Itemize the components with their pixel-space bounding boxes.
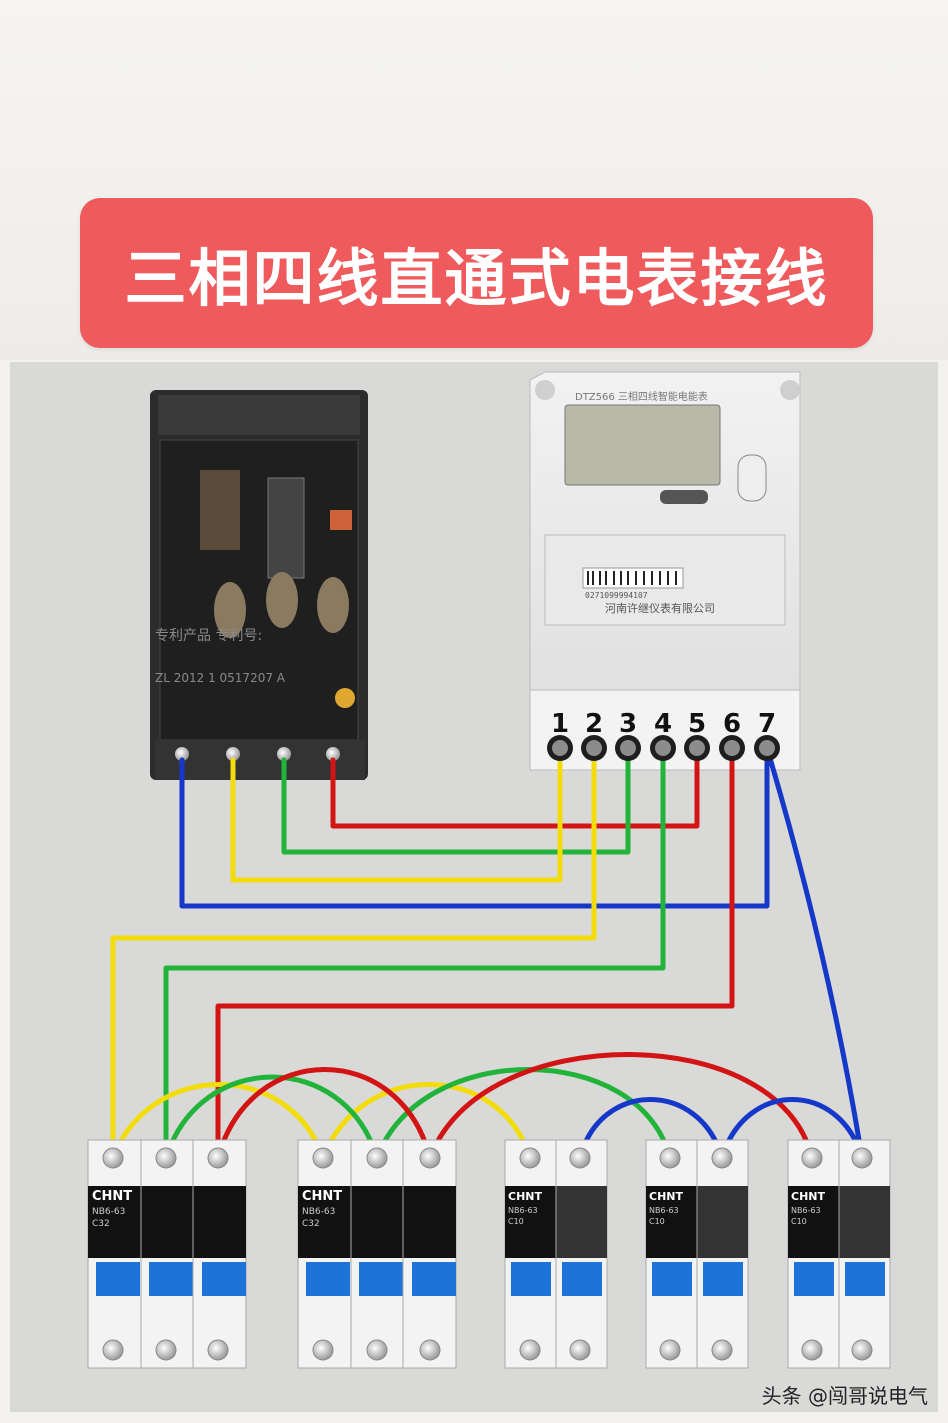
mcb-2-model: NB6-63 — [302, 1207, 335, 1217]
mcb-2: CHNT NB6-63 C32 — [297, 1139, 457, 1369]
wire-green-output — [163, 745, 666, 1161]
mcb-1-brand: CHNT — [92, 1189, 132, 1204]
title-banner: 三相四线直通式电表接线 — [80, 198, 873, 348]
breaker-patent-number: ZL 2012 1 0517207 A — [155, 671, 286, 685]
mcb-3-model: NB6-63 — [508, 1206, 538, 1215]
watermark: 头条 @闯哥说电气 — [761, 1384, 928, 1408]
wire-blue-input — [179, 745, 770, 909]
page-title: 三相四线直通式电表接线 — [124, 242, 829, 315]
mcb-3-brand: CHNT — [508, 1190, 542, 1203]
jumper-green-1 — [163, 1074, 380, 1161]
mcb-1: CHNT NB6-63 C32 — [87, 1139, 247, 1369]
mcb-5-brand: CHNT — [791, 1190, 825, 1203]
mcb-4-model: NB6-63 — [649, 1206, 679, 1215]
mcb-1-rating: C32 — [92, 1219, 110, 1229]
mcb-2-rating: C32 — [302, 1219, 320, 1229]
terminal-label-7: 7 — [758, 709, 776, 739]
mcb-4-brand: CHNT — [649, 1190, 683, 1203]
meter-terminals — [547, 735, 780, 761]
breaker-patent-label: 专利产品 专利号: — [155, 628, 262, 644]
mcb-4: CHNT NB6-63 C10 — [645, 1139, 749, 1369]
meter-model: DTZ566 三相四线智能电能表 — [575, 390, 708, 403]
jumper-blue-2 — [719, 1097, 865, 1161]
jumper-yellow-2 — [320, 1082, 533, 1161]
mcb-3: CHNT NB6-63 C10 — [504, 1139, 608, 1369]
mcb-5-rating: C10 — [791, 1217, 807, 1226]
wire-yellow-input — [230, 745, 563, 883]
main-breaker: 专利产品 专利号: ZL 2012 1 0517207 A — [150, 390, 368, 780]
terminal-label-3: 3 — [619, 709, 637, 739]
jumper-yellow-1 — [110, 1082, 326, 1161]
jumper-red-2 — [427, 1052, 815, 1161]
terminal-label-1: 1 — [551, 709, 569, 739]
meter-barcode: 0271099994107 — [585, 591, 648, 600]
jumper-red-1 — [215, 1067, 433, 1161]
mcb-5: CHNT NB6-63 C10 — [787, 1139, 891, 1369]
mcb-3-rating: C10 — [508, 1217, 524, 1226]
terminal-label-2: 2 — [585, 709, 603, 739]
mcb-5-model: NB6-63 — [791, 1206, 821, 1215]
meter-manufacturer: 河南许继仪表有限公司 — [605, 601, 715, 615]
mcb-2-brand: CHNT — [302, 1189, 342, 1204]
wire-blue-output — [764, 745, 865, 1161]
terminal-label-6: 6 — [723, 709, 741, 739]
wire-red-output — [215, 745, 735, 1161]
mcb-1-model: NB6-63 — [92, 1207, 125, 1217]
wire-red-input — [330, 745, 700, 829]
energy-meter: DTZ566 三相四线智能电能表 0271099994107 河南许继仪表有限公… — [529, 371, 801, 771]
jumper-blue-1 — [577, 1097, 725, 1161]
terminal-label-4: 4 — [654, 709, 672, 739]
terminal-label-5: 5 — [688, 709, 706, 739]
wire-yellow-output — [110, 745, 597, 1161]
wire-green-input — [281, 745, 631, 855]
mcb-4-rating: C10 — [649, 1217, 665, 1226]
